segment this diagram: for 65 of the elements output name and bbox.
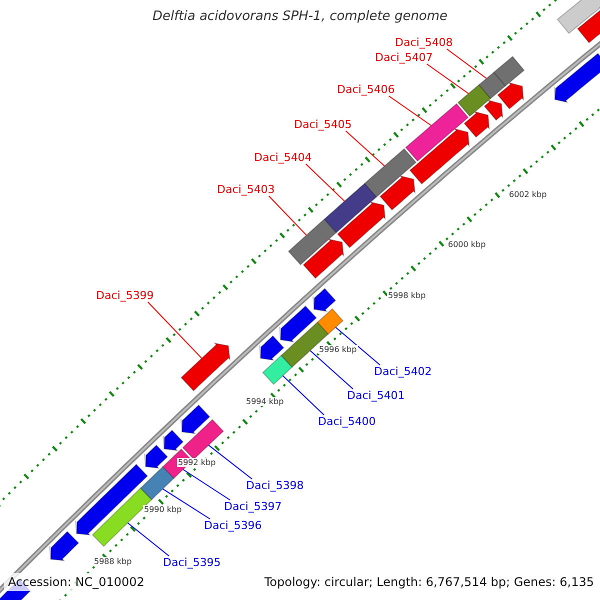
gene-feature: [324, 182, 378, 234]
leader-line: [282, 375, 324, 416]
gene-label: Daci_5405: [294, 118, 352, 131]
gene-feature: [312, 288, 336, 312]
gene-feature: [336, 201, 386, 248]
gene-feature: [316, 308, 344, 335]
title: Delftia acidovorans SPH-1, complete genome: [151, 9, 449, 24]
gene-feature: [279, 305, 317, 342]
tick-label: 5992 kbp: [177, 458, 217, 467]
leader-line: [182, 469, 230, 500]
leader-line: [147, 302, 202, 359]
gene-label: Daci_5406: [337, 83, 395, 96]
gene-label: Daci_5402: [374, 365, 432, 378]
gene-feature: [259, 335, 284, 361]
gene-feature: [162, 430, 184, 452]
tick-label: 5990 kbp: [143, 505, 183, 514]
gene-feature: [302, 238, 344, 279]
gene-label: Daci_5396: [204, 519, 262, 532]
gene-label: Daci_5401: [347, 389, 405, 402]
leader-line: [310, 350, 354, 390]
gene-label: Daci_5395: [163, 556, 221, 569]
tick-label: 5998 kbp: [387, 291, 427, 300]
gene-feature: [140, 466, 175, 500]
tick-label: 5988 kbp: [93, 557, 133, 566]
gene-label: Daci_5403: [217, 183, 275, 196]
tick-label: 5996 kbp: [318, 345, 358, 354]
gene-feature: [49, 530, 80, 562]
gene-feature: [464, 110, 490, 138]
leader-line: [162, 488, 210, 520]
gene-feature: [364, 148, 417, 198]
leader-line: [446, 48, 487, 79]
gene-feature: [556, 0, 600, 34]
tick-label: 6000 kbp: [447, 240, 487, 249]
gene-label: Daci_5398: [246, 479, 304, 492]
leader-line: [335, 326, 380, 366]
gene-feature: [262, 354, 293, 386]
gene-label: Daci_5404: [254, 151, 312, 164]
leader-line: [426, 64, 469, 94]
leader-line: [268, 196, 307, 236]
gene-feature: [576, 6, 600, 44]
gene-feature: [180, 342, 230, 392]
gene-feature: [379, 175, 416, 211]
gene-feature: [288, 218, 338, 266]
tick-label: 5994 kbp: [245, 397, 285, 406]
gene-label: Daci_5397: [224, 500, 282, 513]
gene-label: Daci_5399: [96, 289, 154, 302]
gene-label: Daci_5400: [318, 415, 376, 428]
gene-feature: [554, 52, 600, 104]
gene-feature: [405, 103, 469, 162]
gene-label: Daci_5407: [375, 51, 433, 64]
gene-feature: [144, 444, 168, 469]
gene-feature: [182, 419, 224, 460]
gene-feature: [478, 72, 506, 99]
gene-feature: [180, 404, 210, 434]
leader-line: [127, 522, 170, 556]
leader-line: [345, 130, 385, 166]
gene-feature: [484, 100, 504, 121]
tick-label: 6002 kbp: [508, 190, 548, 199]
gene-label: Daci_5408: [395, 36, 453, 49]
gene-feature: [409, 128, 470, 185]
gene-feature: [497, 82, 524, 110]
leader-line: [305, 164, 345, 202]
leader-line: [388, 96, 432, 126]
gene-feature: [493, 56, 525, 87]
gene-feature: [457, 84, 492, 117]
